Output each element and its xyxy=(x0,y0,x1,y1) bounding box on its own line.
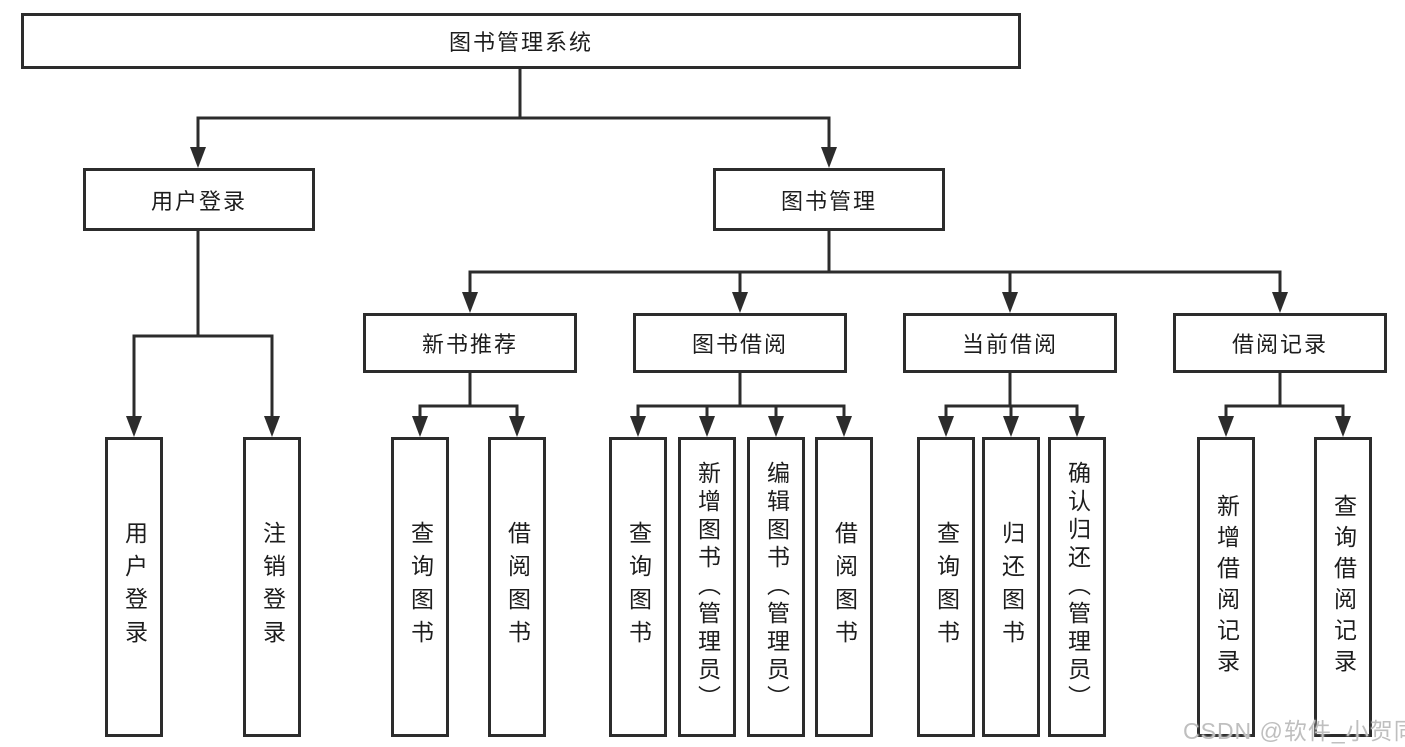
leaf-br-query-record-label: 查询借阅记录 xyxy=(1330,494,1357,680)
node-current-borrow: 当前借阅 xyxy=(903,313,1117,373)
leaf-user-login: 用户登录 xyxy=(105,437,163,737)
leaf-bb-query-books-label: 查询图书 xyxy=(625,521,652,653)
leaf-cb-confirm-return-admin-label: 确认归还（管理员） xyxy=(1064,461,1091,713)
leaf-nb-query-books-label: 查询图书 xyxy=(407,521,434,653)
node-book-management-label: 图书管理 xyxy=(780,188,877,214)
leaf-bb-borrow-books: 借阅图书 xyxy=(815,437,873,737)
leaf-cb-return-books: 归还图书 xyxy=(982,437,1040,737)
leaf-br-add-record: 新增借阅记录 xyxy=(1197,437,1255,737)
leaf-bb-add-books-admin: 新增图书（管理员） xyxy=(678,437,736,737)
node-user-login: 用户登录 xyxy=(83,168,315,231)
leaf-br-add-record-label: 新增借阅记录 xyxy=(1213,494,1240,680)
leaf-cb-confirm-return-admin: 确认归还（管理员） xyxy=(1048,437,1106,737)
csdn-watermark: CSDN @软件_小贺同学 xyxy=(1183,718,1405,744)
leaf-bb-query-books: 查询图书 xyxy=(609,437,667,737)
arrowhead-icons xyxy=(126,147,1351,437)
leaf-nb-query-books: 查询图书 xyxy=(391,437,449,737)
leaf-cb-return-books-label: 归还图书 xyxy=(998,521,1025,653)
node-borrow-record: 借阅记录 xyxy=(1173,313,1387,373)
leaf-logout-label: 注销登录 xyxy=(259,521,286,653)
leaf-cb-query-books: 查询图书 xyxy=(917,437,975,737)
leaf-bb-edit-books-admin: 编辑图书（管理员） xyxy=(747,437,805,737)
node-new-book-recommend: 新书推荐 xyxy=(363,313,577,373)
leaf-bb-borrow-books-label: 借阅图书 xyxy=(831,521,858,653)
node-new-book-recommend-label: 新书推荐 xyxy=(421,332,518,357)
leaf-logout: 注销登录 xyxy=(243,437,301,737)
node-borrow-record-label: 借阅记录 xyxy=(1231,332,1328,357)
node-root-system-label: 图书管理系统 xyxy=(448,30,593,55)
leaf-user-login-label: 用户登录 xyxy=(121,521,148,653)
node-root-system: 图书管理系统 xyxy=(21,13,1021,69)
node-current-borrow-label: 当前借阅 xyxy=(961,332,1058,357)
node-book-borrow: 图书借阅 xyxy=(633,313,847,373)
leaf-br-query-record: 查询借阅记录 xyxy=(1314,437,1372,737)
leaf-cb-query-books-label: 查询图书 xyxy=(933,521,960,653)
leaf-bb-add-books-admin-label: 新增图书（管理员） xyxy=(694,461,721,713)
leaf-nb-borrow-books-label: 借阅图书 xyxy=(504,521,531,653)
node-user-login-label: 用户登录 xyxy=(150,188,247,214)
node-book-management: 图书管理 xyxy=(713,168,945,231)
node-book-borrow-label: 图书借阅 xyxy=(691,332,788,357)
leaf-nb-borrow-books: 借阅图书 xyxy=(488,437,546,737)
leaf-bb-edit-books-admin-label: 编辑图书（管理员） xyxy=(763,461,790,713)
